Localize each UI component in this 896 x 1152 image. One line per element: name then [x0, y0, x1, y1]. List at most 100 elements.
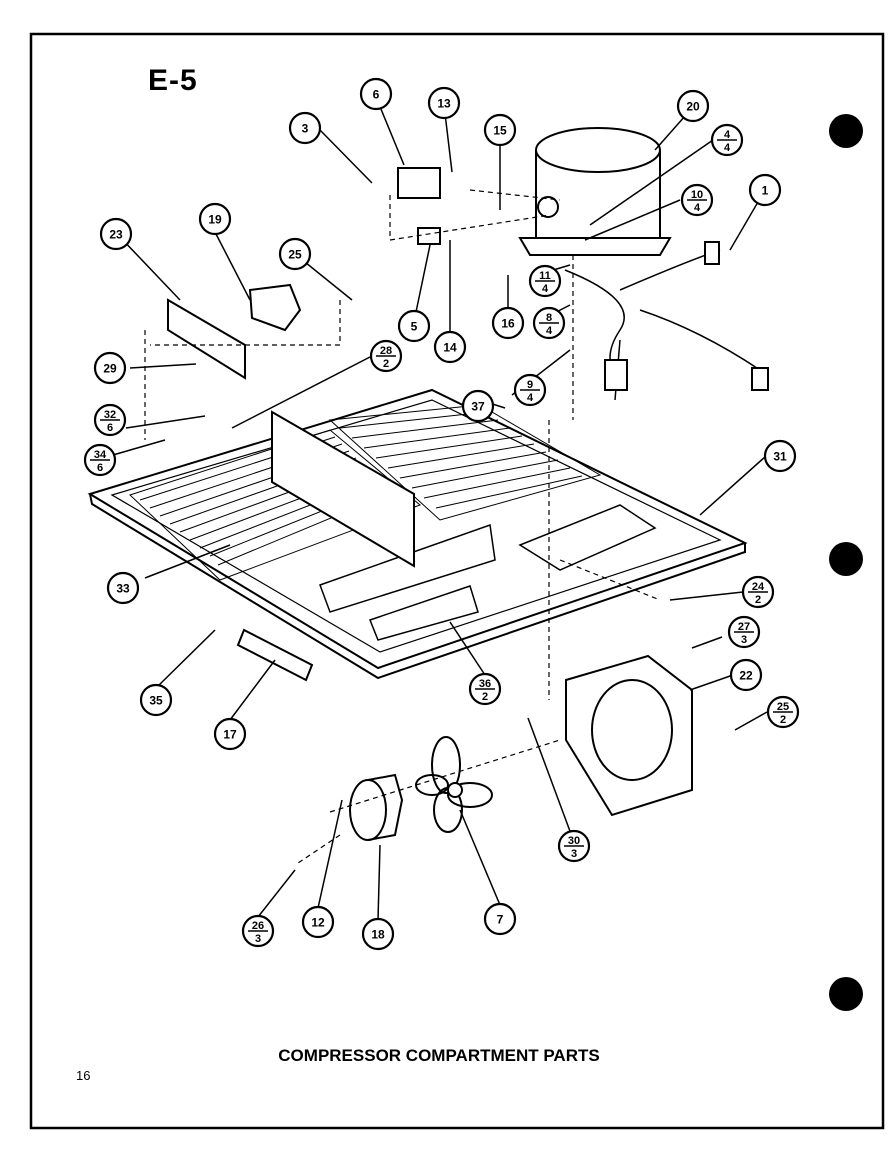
callout-number: 7 — [497, 913, 504, 927]
page-number: 16 — [76, 1068, 91, 1083]
callout-number: 9 — [527, 379, 533, 391]
callout-c29: 29 — [93, 351, 127, 385]
callout-number: 36 — [479, 678, 491, 690]
callout-figure-ref: 4 — [694, 202, 701, 214]
binder-hole-middle — [829, 542, 863, 576]
callout-c31: 31 — [763, 439, 797, 473]
section-id: E-5 — [148, 64, 198, 97]
callout-circle — [139, 683, 173, 717]
callout-figure-ref: 2 — [482, 691, 488, 703]
callout-number: 12 — [311, 916, 325, 930]
callout-number: 13 — [437, 97, 451, 111]
callout-number: 17 — [223, 728, 237, 742]
callout-c15: 15 — [483, 113, 517, 147]
callout-number: 37 — [471, 400, 485, 414]
base-pan-drawing — [87, 388, 748, 680]
callout-number: 28 — [380, 345, 392, 357]
callout-circle — [461, 389, 495, 423]
callout-circle — [748, 173, 782, 207]
callout-circle — [361, 917, 395, 951]
callout-f28_2: 282 — [369, 339, 403, 373]
callout-f26_3: 263 — [241, 914, 275, 948]
callout-circle — [278, 237, 312, 271]
callout-figure-ref: 6 — [97, 462, 103, 474]
compressor-drawing — [518, 127, 672, 256]
callout-f10_4: 104 — [680, 183, 714, 217]
callout-figure-ref: 6 — [107, 422, 113, 434]
callout-number: 27 — [738, 621, 750, 633]
page-border — [29, 32, 885, 1130]
callout-c7: 7 — [483, 902, 517, 936]
binder-hole-top — [829, 114, 863, 148]
callout-number: 22 — [739, 669, 753, 683]
callout-circle — [427, 86, 461, 120]
callout-c23: 23 — [99, 217, 133, 251]
callout-number: 8 — [546, 312, 552, 324]
callout-f25_2: 252 — [766, 695, 800, 729]
condenser-coil-drawing — [129, 404, 602, 581]
callout-circle — [288, 111, 322, 145]
callout-number: 32 — [104, 409, 116, 421]
callout-c14: 14 — [433, 330, 467, 364]
callout-circle — [433, 330, 467, 364]
callout-circle — [213, 717, 247, 751]
callout-c35: 35 — [139, 683, 173, 717]
callout-c16: 16 — [491, 306, 525, 340]
callout-c17: 17 — [213, 717, 247, 751]
callout-figure-ref: 4 — [542, 283, 549, 295]
callout-number: 6 — [373, 88, 380, 102]
callout-circle — [99, 217, 133, 251]
callout-number: 3 — [302, 122, 309, 136]
callout-f36_2: 362 — [468, 672, 502, 706]
wire-harness-drawing — [564, 249, 761, 401]
callout-circle — [198, 202, 232, 236]
callout-number: 1 — [762, 184, 769, 198]
callout-number: 24 — [752, 581, 765, 593]
callout-c19: 19 — [198, 202, 232, 236]
callout-number: 15 — [493, 124, 507, 138]
callout-number: 26 — [252, 920, 264, 932]
callout-number: 30 — [568, 835, 580, 847]
callout-f11_4: 114 — [528, 264, 562, 298]
callout-c25: 25 — [278, 237, 312, 271]
callout-layer: 1356712131415161718192022232529313335374… — [83, 77, 800, 951]
callout-circle — [676, 89, 710, 123]
callout-number: 34 — [94, 449, 107, 461]
callout-circle — [397, 309, 431, 343]
callout-number: 31 — [773, 450, 787, 464]
callout-circle — [93, 351, 127, 385]
binder-hole-bottom — [829, 977, 863, 1011]
callout-number: 25 — [288, 248, 302, 262]
callout-c37: 37 — [461, 389, 495, 423]
callout-figure-ref: 2 — [755, 594, 761, 606]
callout-circle — [483, 113, 517, 147]
callout-circle — [106, 571, 140, 605]
callout-circle — [729, 658, 763, 692]
callout-c18: 18 — [361, 917, 395, 951]
callout-number: 33 — [116, 582, 130, 596]
callout-figure-ref: 2 — [383, 358, 389, 370]
callout-number: 18 — [371, 928, 385, 942]
callout-figure-ref: 3 — [741, 634, 747, 646]
callout-f27_3: 273 — [727, 615, 761, 649]
fan-motor-drawing — [349, 773, 404, 841]
callout-figure-ref: 4 — [527, 392, 534, 404]
drier-drawing — [236, 628, 314, 682]
callout-figure-ref: 3 — [571, 848, 577, 860]
callout-number: 5 — [411, 320, 418, 334]
callout-figure-ref: 4 — [546, 325, 553, 337]
callout-c3: 3 — [288, 111, 322, 145]
callout-f34_6: 346 — [83, 443, 117, 477]
callout-figure-ref: 4 — [724, 142, 731, 154]
callout-figure-ref: 2 — [780, 714, 786, 726]
callout-c33: 33 — [106, 571, 140, 605]
assembly-lines — [144, 189, 661, 866]
callout-f24_2: 242 — [741, 575, 775, 609]
overload-drawing — [417, 227, 441, 245]
callout-number: 25 — [777, 701, 789, 713]
part-drawings — [87, 127, 769, 841]
bracket-23-drawing — [167, 298, 246, 380]
caption-text: COMPRESSOR COMPARTMENT PARTS — [278, 1046, 600, 1065]
callout-f30_3: 303 — [557, 829, 591, 863]
